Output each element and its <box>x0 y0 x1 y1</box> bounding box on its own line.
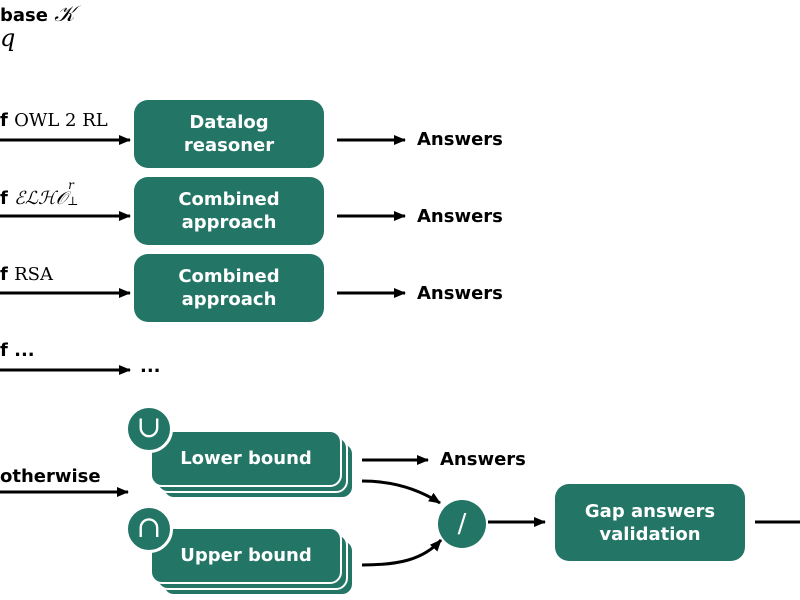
condition-label: ... <box>14 340 35 361</box>
condition-label: OWL 2 RL <box>14 110 108 131</box>
box-line-1: Gap answers <box>584 500 716 522</box>
condition-sub: ⊥ <box>67 194 79 208</box>
condition-prefix: f <box>0 188 8 209</box>
answers-label-2: Answers <box>417 206 503 227</box>
difference-icon: / <box>457 509 467 539</box>
box-line-1: Combined <box>178 266 280 287</box>
condition-prefix: f <box>0 340 8 361</box>
box-line-2: approach <box>181 289 277 310</box>
kb-label: base <box>0 5 48 26</box>
union-icon: ∪ <box>136 409 162 445</box>
lower-bound-box: Lower bound <box>150 430 342 487</box>
box-line-2: reasoner <box>183 135 275 156</box>
upper-bound-box: Upper bound <box>150 527 342 584</box>
query-symbol: q <box>0 24 16 52</box>
condition-prefix: f <box>0 264 8 285</box>
edge-upper-to-difference <box>361 538 443 567</box>
condition-label: ℰℒℋ𝒪 <box>14 188 68 209</box>
upper-bound-label: Upper bound <box>180 545 312 566</box>
answers-label-3: Answers <box>417 283 503 304</box>
box-line-2: approach <box>181 212 277 233</box>
lower-bound-label: Lower bound <box>180 448 312 469</box>
union-operator: ∪ <box>125 405 173 453</box>
condition-otherwise: otherwise <box>0 466 101 487</box>
condition-prefix: f <box>0 110 8 131</box>
difference-operator: / <box>438 500 486 548</box>
edge-lower-to-difference <box>361 479 441 505</box>
box-line-1: Datalog <box>189 112 269 133</box>
box-line-2: validation <box>599 523 701 545</box>
condition-sup: r <box>68 178 74 192</box>
condition-rsa: f RSA <box>0 264 53 285</box>
answers-label-lower: Answers <box>440 449 526 470</box>
kb-symbol: 𝒦 <box>54 2 75 27</box>
knowledge-base-heading: base 𝒦 <box>0 2 75 27</box>
condition-owl2rl: f OWL 2 RL <box>0 110 108 131</box>
intersection-operator: ∩ <box>125 505 173 553</box>
condition-label: RSA <box>14 264 54 285</box>
answers-label-1: Answers <box>417 129 503 150</box>
ellipsis-output: ... <box>140 356 161 377</box>
condition-other-fragments: f ... <box>0 340 35 361</box>
box-line-1: Combined <box>178 189 280 210</box>
intersection-icon: ∩ <box>136 509 162 545</box>
condition-elho: f ℰℒℋ𝒪 r ⊥ <box>0 178 79 209</box>
